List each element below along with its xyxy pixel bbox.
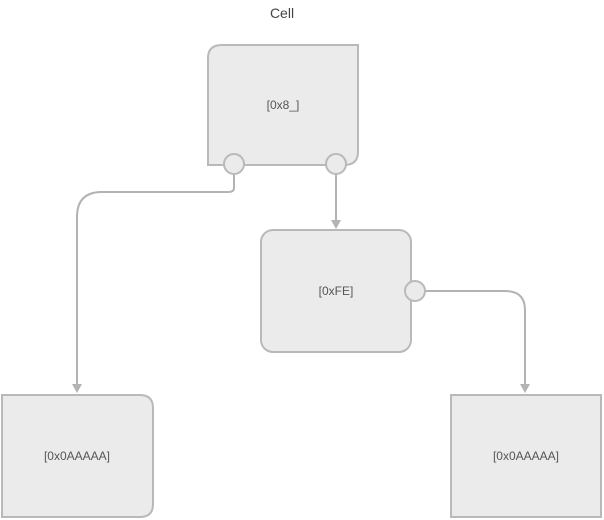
edge-mid-to-right-leaf (426, 290, 526, 385)
arrowhead-left-leaf (72, 384, 82, 393)
arrowhead-mid (331, 220, 341, 229)
node-left-leaf[interactable]: [0x0AAAAA] (1, 394, 154, 518)
node-right-leaf[interactable]: [0x0AAAAA] (450, 394, 602, 518)
node-mid[interactable]: [0xFE] (260, 229, 412, 353)
diagram-title: Cell (269, 5, 295, 21)
port-root-right[interactable] (325, 153, 347, 175)
node-label: [0x8_] (267, 98, 300, 112)
node-label: [0x0AAAAA] (44, 449, 110, 463)
node-label: [0xFE] (319, 284, 354, 298)
edge-root-to-left-leaf (76, 175, 235, 385)
node-label: [0x0AAAAA] (493, 449, 559, 463)
arrowhead-right-leaf (520, 384, 530, 393)
node-root[interactable]: [0x8_] (207, 44, 359, 166)
port-root-left[interactable] (223, 153, 245, 175)
port-mid-right[interactable] (404, 280, 426, 302)
